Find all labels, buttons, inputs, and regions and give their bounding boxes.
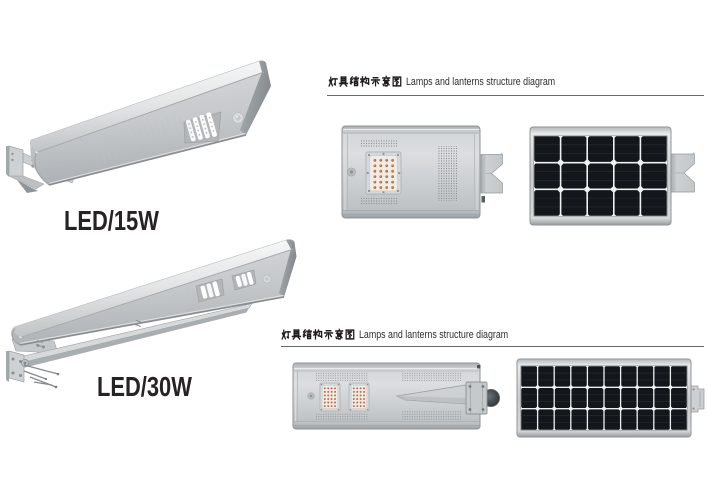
vent-grid: [402, 372, 461, 381]
pole-mount-plate: [6, 350, 60, 389]
vent-fins: [92, 114, 187, 165]
solar-cell-grid: [533, 135, 668, 217]
vent-grid: [316, 413, 368, 421]
lamp-15w-bottom-view-photo: [341, 125, 503, 219]
pole-bracket: [670, 152, 695, 193]
motion-sensor: [262, 274, 272, 284]
lamp-15w-perspective-photo: [6, 60, 272, 193]
led-module: [348, 382, 370, 412]
section-title-en: Lamps and lanterns structure diagram: [406, 76, 556, 88]
solar-panel-30w-photo: [516, 358, 705, 438]
vent-fins: [148, 288, 197, 318]
mount-arm: [395, 381, 500, 415]
led-window: [195, 278, 225, 303]
pole-bracket: [480, 152, 503, 203]
vent-grid: [361, 196, 398, 205]
product-label-15w: LED/15W: [64, 204, 159, 236]
led-window: [231, 269, 257, 291]
led-module: [319, 382, 341, 412]
lamp-15w-body: [30, 60, 272, 186]
motion-sensor: [347, 167, 356, 177]
section-title-zh: [328, 75, 403, 88]
cable-port: [477, 365, 481, 369]
vent-grid: [437, 146, 457, 201]
mount-bolts: [23, 364, 59, 388]
hinge-screws: [35, 319, 143, 348]
product-label-30w: LED/30W: [97, 370, 192, 402]
section-title-zh: [281, 328, 356, 341]
section-divider-2: [281, 345, 704, 347]
section-divider-1: [327, 94, 704, 96]
lamp-30w-bottom-view-photo: [292, 362, 500, 430]
motion-sensor: [232, 112, 244, 124]
lamp-30w-perspective-photo: [6, 239, 297, 389]
vent-grid: [402, 411, 461, 420]
led-window: [183, 111, 222, 144]
led-array: [323, 387, 336, 407]
led-array: [373, 158, 394, 189]
pole-bracket: [689, 385, 705, 413]
solar-cell-grid: [520, 365, 688, 431]
led-array: [352, 387, 365, 407]
lamp-30w-body: [11, 239, 297, 348]
section-title-en: Lamps and lanterns structure diagram: [359, 329, 509, 341]
vent-grid: [361, 139, 398, 148]
led-module: [365, 151, 402, 195]
solar-panel-15w-photo: [529, 126, 695, 226]
vent-grid: [316, 373, 368, 381]
motion-sensor: [307, 392, 315, 400]
